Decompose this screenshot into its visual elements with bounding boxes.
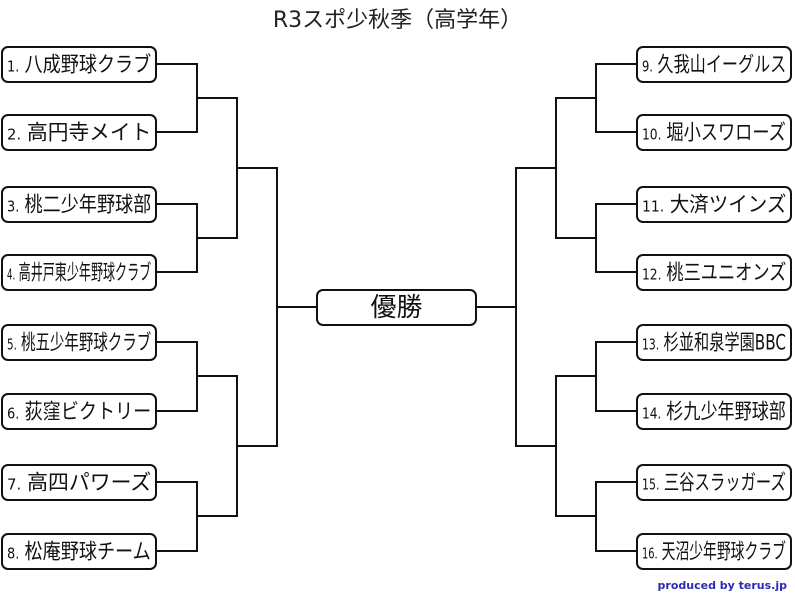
team-box: 11.大済ツインズ [636,186,792,223]
team-label: 12.桃三ユニオンズ [642,262,786,283]
team-seed: 11. [642,197,665,215]
team-name: 桃五少年野球クラブ [20,330,152,354]
team-label: 8.松庵野球チーム [7,541,151,562]
team-seed: 12. [642,265,662,283]
team-seed: 14. [642,404,662,422]
page-title: R3スポ少秋季（高学年） [272,8,523,33]
team-seed: 3. [7,197,20,215]
team-seed: 10. [642,125,662,143]
team-seed: 2. [7,125,22,143]
team-label: 4.高井戸東少年野球クラブ [7,262,151,283]
team-name: 大済ツインズ [669,192,787,216]
team-box: 12.桃三ユニオンズ [636,254,792,291]
team-name: 杉並和泉学園BBC [663,330,786,354]
team-seed: 4. [7,265,16,283]
team-seed: 16. [642,544,658,562]
team-seed: 7. [7,475,22,493]
team-label: 13.杉並和泉学園BBC [642,332,786,353]
team-label: 16.天沼少年野球クラブ [642,541,786,562]
credit-link[interactable]: produced by terus.jp [657,579,787,592]
team-label: 14.杉九少年野球部 [642,401,786,422]
team-box: 8.松庵野球チーム [1,533,157,570]
team-name: 堀小スワローズ [666,120,786,144]
team-box: 5.桃五少年野球クラブ [1,324,157,361]
team-seed: 6. [7,404,20,422]
team-label: 1.八成野球クラブ [7,54,151,75]
team-label: 10.堀小スワローズ [642,122,786,143]
team-label: 15.三谷スラッガーズ [642,472,786,493]
team-label: 9.久我山イーグルス [642,54,786,75]
champion-box: 優勝 [316,289,477,326]
team-name: 荻窪ビクトリー [24,399,152,423]
team-box: 6.荻窪ビクトリー [1,393,157,430]
team-name: 高円寺メイト [27,120,152,144]
team-label: 5.桃五少年野球クラブ [7,332,151,353]
team-name: 久我山イーグルス [657,52,787,76]
team-label: 7. 高四パワーズ [7,472,151,493]
team-name: 高井戸東少年野球クラブ [18,260,152,284]
team-name: 三谷スラッガーズ [663,470,786,494]
team-seed: 8. [7,544,20,562]
team-label: 2. 高円寺メイト [7,122,151,143]
team-name: 桃三ユニオンズ [666,260,787,284]
team-label: 11.大済ツインズ [642,194,786,215]
team-name: 松庵野球チーム [24,539,151,563]
team-name: 桃二少年野球部 [24,192,152,216]
team-name: 高四パワーズ [27,470,152,494]
team-seed: 9. [642,57,653,75]
team-box: 1.八成野球クラブ [1,46,157,83]
team-box: 14.杉九少年野球部 [636,393,792,430]
team-label: 6.荻窪ビクトリー [7,401,151,422]
team-name: 杉九少年野球部 [666,399,786,423]
team-seed: 1. [7,57,20,75]
team-box: 9.久我山イーグルス [636,46,792,83]
team-seed: 5. [7,335,17,353]
team-box: 15.三谷スラッガーズ [636,464,792,501]
team-box: 4.高井戸東少年野球クラブ [1,254,157,291]
team-seed: 13. [642,335,660,353]
team-box: 16.天沼少年野球クラブ [636,533,792,570]
team-box: 13.杉並和泉学園BBC [636,324,792,361]
team-box: 7. 高四パワーズ [1,464,157,501]
team-name: 八成野球クラブ [24,52,152,76]
team-box: 10.堀小スワローズ [636,114,792,151]
team-box: 2. 高円寺メイト [1,114,157,151]
team-box: 3.桃二少年野球部 [1,186,157,223]
team-name: 天沼少年野球クラブ [661,539,786,563]
team-seed: 15. [642,475,660,493]
team-label: 3.桃二少年野球部 [7,194,151,215]
